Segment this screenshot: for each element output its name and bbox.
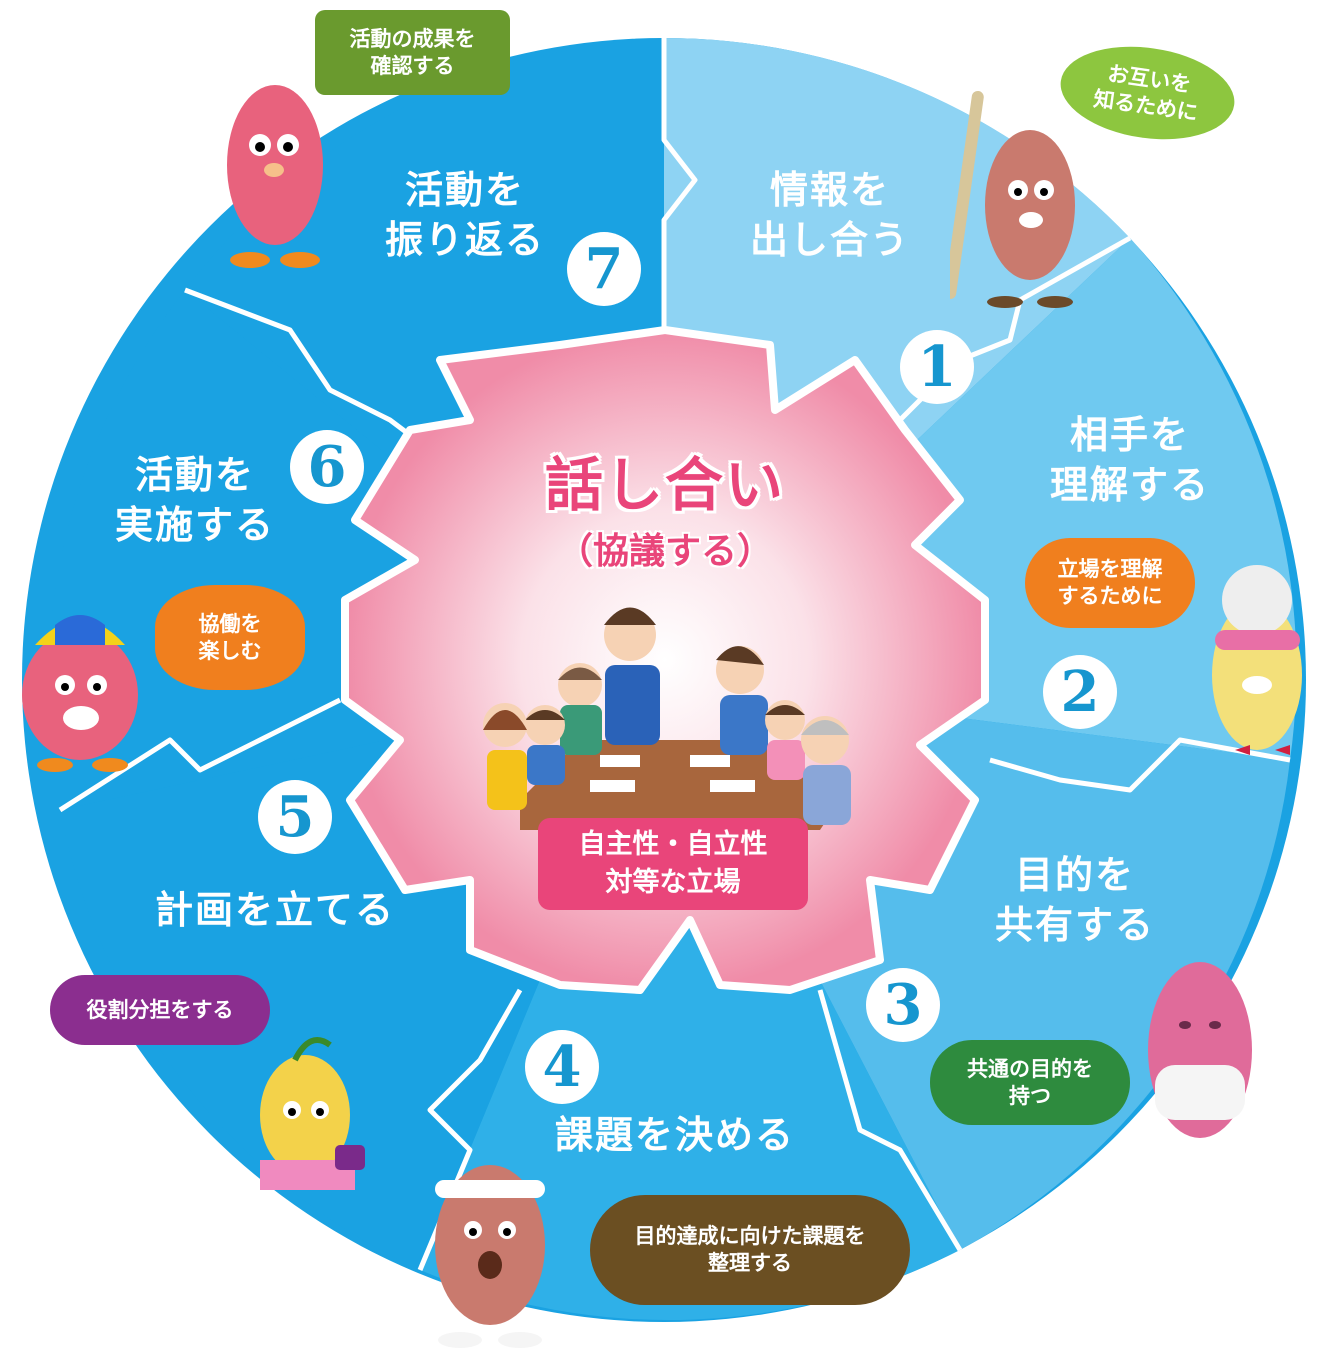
- center-badge: 自主性・自立性 対等な立場: [538, 818, 808, 910]
- step-1-label: 情報を 出し合う: [749, 168, 910, 262]
- step-2-bubble: 立場を理解 するために: [1025, 538, 1195, 628]
- mascot-step-4: [435, 1165, 545, 1348]
- mascot-step-7: [227, 85, 323, 268]
- step-6-label: 活動を 実施する: [114, 453, 275, 547]
- step-5-bubble: 役割分担をする: [50, 975, 270, 1045]
- step-2-label: 相手を 理解する: [1049, 413, 1210, 507]
- center-badge-line2: 対等な立場: [605, 867, 741, 898]
- mascot-step-3: [1148, 962, 1252, 1138]
- step-5-label: 計画を立てる: [154, 888, 395, 932]
- step-6-number: 6: [290, 430, 364, 504]
- segment-4: [420, 680, 960, 1321]
- step-6-bubble: 協働を 楽しむ: [155, 585, 305, 690]
- step-4-number: 4: [525, 1030, 599, 1104]
- step-1-number: 1: [900, 330, 974, 404]
- center-badge-line1: 自主性・自立性: [578, 829, 768, 860]
- step-7-label: 活動を 振り返る: [384, 168, 545, 262]
- step-2-number: 2: [1043, 655, 1117, 729]
- step-5-number: 5: [258, 780, 332, 854]
- step-4-bubble: 目的達成に向けた課題を 整理する: [590, 1195, 910, 1305]
- mascot-step-6: [22, 615, 138, 772]
- center-subtitle: （協議する）: [556, 531, 773, 572]
- step-4-label: 課題を決める: [554, 1113, 795, 1157]
- step-3-bubble: 共通の目的を 持つ: [930, 1040, 1130, 1125]
- mascot-step-1: [950, 90, 1075, 308]
- step-3-label: 目的を 共有する: [994, 853, 1155, 947]
- step-3-number: 3: [866, 968, 940, 1042]
- meeting-illustration: [483, 607, 851, 830]
- step-7-number: 7: [567, 232, 641, 306]
- step-7-bubble: 活動の成果を 確認する: [315, 10, 510, 95]
- mascot-step-5: [260, 1037, 365, 1190]
- center-title: 話し合い: [544, 451, 785, 519]
- mascot-step-2: [1212, 565, 1302, 755]
